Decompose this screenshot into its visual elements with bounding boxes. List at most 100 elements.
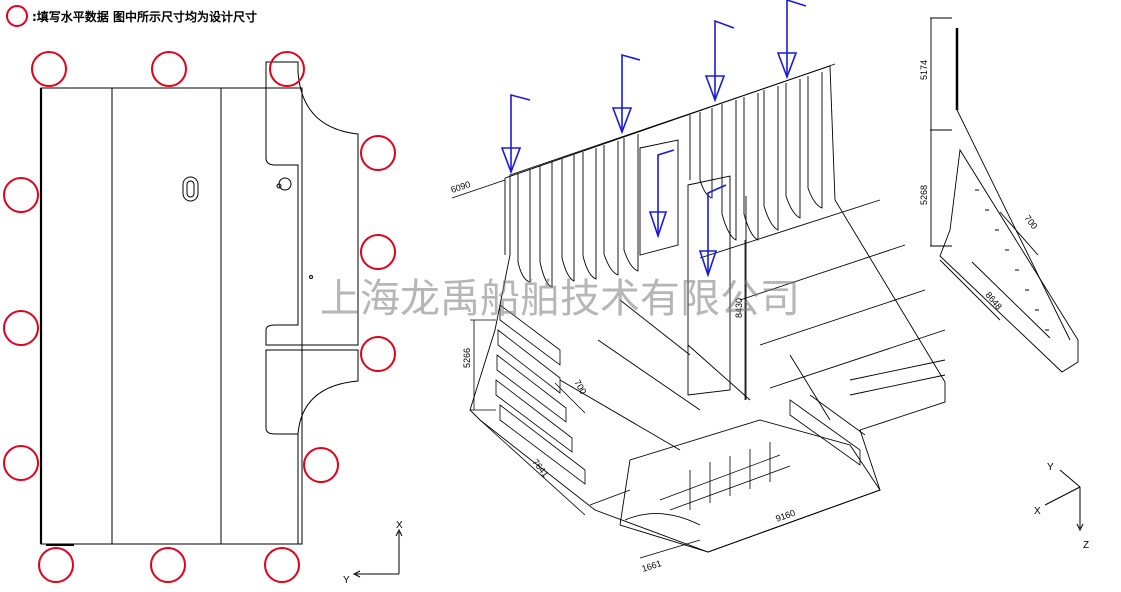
load-arrow-5 [648,149,675,239]
section-ticks [975,189,1049,331]
circle-top-1 [31,51,67,87]
frame-bottom-1 [659,454,781,501]
load-arrow-3 [704,19,735,103]
circle-bottom-2 [150,547,186,583]
iso-trunk-front [639,139,679,256]
axis-right-y-label: Y [1047,462,1054,473]
frame-1 [499,304,561,366]
frame-2 [497,329,561,394]
frame-3 [496,354,567,423]
axis-left-x-label: X [396,520,403,531]
dim-line-9160 [707,489,881,553]
section-dim-8648-line [939,259,1001,321]
iso-inner-slope-2 [597,339,701,411]
plan-small-hole [276,183,282,189]
circle-right-2 [360,234,396,270]
circle-left-3 [3,445,39,481]
plan-cutout-lower [265,349,359,435]
axis-left-y-label: Y [343,575,350,586]
load-arrow-4 [776,0,807,80]
circle-top-2 [151,51,187,87]
stiffener-12 [785,79,801,219]
load-arrow-1 [500,93,531,175]
circles-left [3,51,396,583]
stiffener-6 [623,134,639,272]
circle-bottom-1 [38,547,74,583]
legend-text: :填写水平数据 图中所示尺寸均为设计尺寸 [32,9,257,24]
axis-right-y-line [1059,469,1081,488]
iso-top-edge [504,63,836,179]
axis-left [352,528,403,578]
dim-700a: 700 [572,378,588,396]
iso-deck-line-2 [739,244,906,301]
frame-right-1 [789,399,861,466]
iso-bottom-tab [589,489,631,506]
dim-line-1661 [639,539,701,559]
axis-right-z-label: Z [1083,540,1089,551]
iso-floor-line-2 [849,359,946,381]
stiffener-11 [763,86,779,231]
iso-trunk-base [687,344,751,401]
load-arrow-6 [698,184,727,278]
dim-1661: 1661 [641,558,663,574]
dim-5266: 5266 [462,348,472,368]
stiffener-3 [561,155,575,282]
iso-inner-slope-3 [559,379,681,451]
circle-left-2 [3,310,39,346]
load-arrow-2 [611,53,641,135]
iso-stiffeners [517,72,823,288]
section-view [930,17,1079,373]
circle-top-3 [269,51,305,87]
axis-right-z-arrow-icon [1076,523,1084,532]
frame-right-2 [809,394,866,436]
circle-right-4 [303,447,339,483]
iso-bottom-arc [624,513,701,526]
section-hopper [939,148,1079,373]
dim-line-700a [554,382,586,414]
section-inner-line [971,261,1051,339]
section-slope-top [956,109,1071,341]
stiffener-8 [699,108,713,199]
circle-left-1 [3,177,39,213]
iso-dimension-lines [451,179,881,559]
section-dim-700-line [999,211,1039,256]
circle-right-3 [360,336,396,372]
axis-right-x-line [1044,486,1081,506]
axis-right [1044,469,1084,532]
plan-cutout-upper [265,61,359,346]
stiffener-13 [807,72,823,209]
dim-line-6090 [451,179,506,199]
plan-view [39,61,359,546]
frame-5 [499,404,586,485]
axis-left-y-arrow-icon [352,570,361,578]
stiffener-5 [603,141,619,276]
iso-deck-line-3 [759,289,926,346]
stiffener-10 [743,93,759,241]
axis-left-x-arrow-icon [395,528,403,537]
frame-bottom-webs [689,442,771,510]
dim-5174: 5174 [919,60,929,80]
legend: :填写水平数据 图中所示尺寸均为设计尺寸 [6,5,257,27]
stiffener-2 [539,162,553,288]
circle-right-1 [360,135,396,171]
dim-line-7641 [479,419,586,516]
iso-trunk-right [687,175,731,396]
circle-bottom-3 [264,547,300,583]
dim-5268: 5268 [919,185,929,205]
stiffener-4 [582,148,597,280]
watermark: 上海龙禹船舶技术有限公司 [320,276,800,322]
iso-frames [495,304,866,511]
plan-dot [309,275,313,279]
iso-inner-slope-1 [619,299,691,356]
iso-floor-line-3 [849,374,946,396]
plan-manhole-inner [186,180,195,198]
plan-manhole [182,176,199,202]
dim-8430: 8430 [734,298,744,318]
plan-hole [278,177,292,191]
stiffener-1 [517,170,531,283]
iso-deck-line-4 [769,329,946,389]
legend-circle-icon [6,5,28,27]
stiffener-9 [721,100,737,241]
dim-700b: 700 [1022,213,1039,231]
